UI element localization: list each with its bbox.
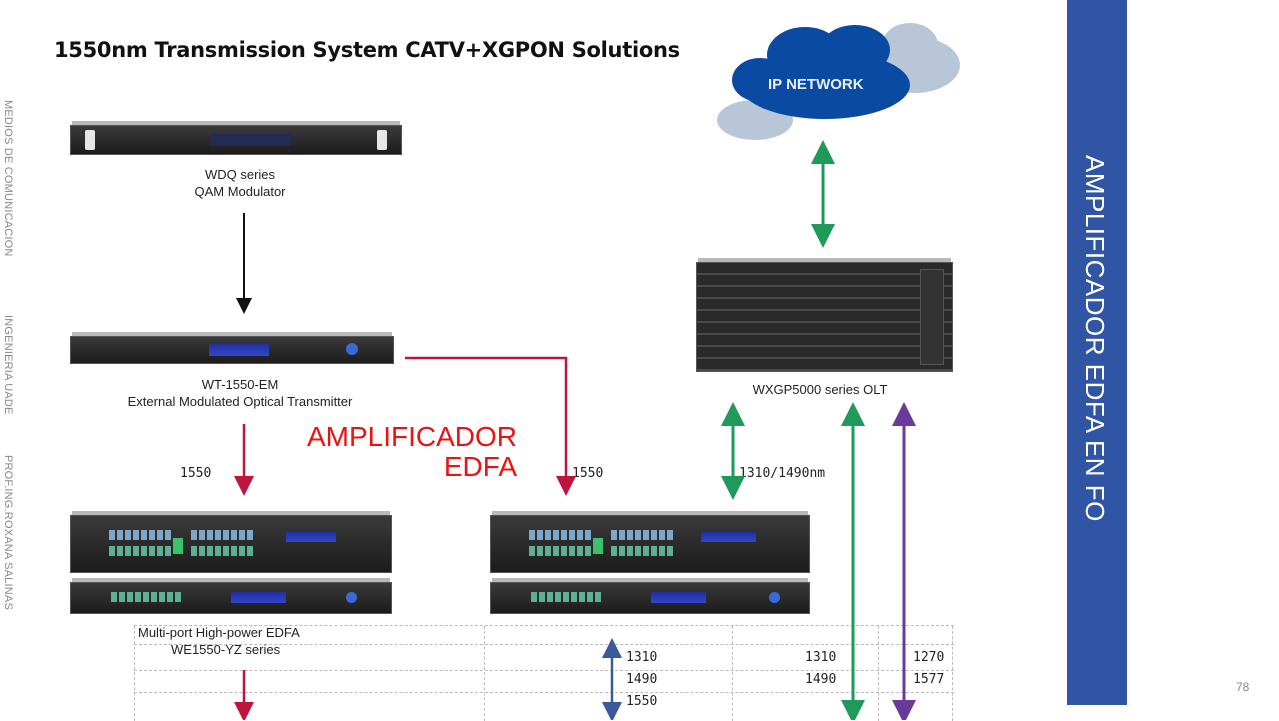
footer-course: MEDIOS DE COMUNICACION [2, 100, 14, 257]
section-band: AMPLIFICADOR EDFA EN FO [1067, 0, 1127, 705]
table-col-b-0: 1310 [805, 650, 837, 665]
edfa-device-left-lower [70, 582, 392, 614]
amplifier-annotation: AMPLIFICADOR EDFA [306, 421, 517, 482]
table-col-a-0: 1310 [626, 650, 658, 665]
footer-school: INGENIERIA UADE [2, 315, 14, 415]
ip-network-cloud-icon [717, 23, 960, 140]
edfa-label: Multi-port High-power EDFA WE1550-YZ ser… [138, 625, 300, 657]
olt-label: WXGP5000 series OLT [752, 382, 888, 397]
side-footer: MEDIOS DE COMUNICACION INGENIERIA UADE P… [2, 100, 16, 640]
qam-modulator-label: WDQ series QAM Modulator [194, 167, 286, 199]
table-col-a-1: 1490 [626, 672, 658, 687]
optical-transmitter-device [70, 336, 394, 364]
slide-title: 1550nm Transmission System CATV+XGPON So… [54, 38, 680, 62]
table-col-b-1: 1490 [805, 672, 837, 687]
wavelength-label-mid: 1550 [572, 466, 604, 481]
wavelength-label-left: 1550 [180, 466, 212, 481]
ip-network-label: IP NETWORK [768, 76, 864, 93]
optical-transmitter-label: WT-1550-EM External Modulated Optical Tr… [127, 377, 353, 409]
edfa-device-left [70, 515, 392, 573]
wavelength-table [134, 625, 954, 721]
edfa-device-right [490, 515, 810, 573]
page-number: 78 [1236, 680, 1250, 694]
wavelength-label-olt: 1310/1490nm [739, 466, 826, 481]
edfa-device-right-lower [490, 582, 810, 614]
table-col-a-2: 1550 [626, 694, 658, 709]
olt-device [696, 262, 953, 372]
table-col-c-1: 1577 [913, 672, 945, 687]
table-col-c-0: 1270 [913, 650, 945, 665]
footer-professor: PROF.ING.ROXANA SALINAS [2, 455, 14, 610]
section-band-title: AMPLIFICADOR EDFA EN FO [1080, 155, 1110, 522]
qam-modulator-device [70, 125, 402, 155]
